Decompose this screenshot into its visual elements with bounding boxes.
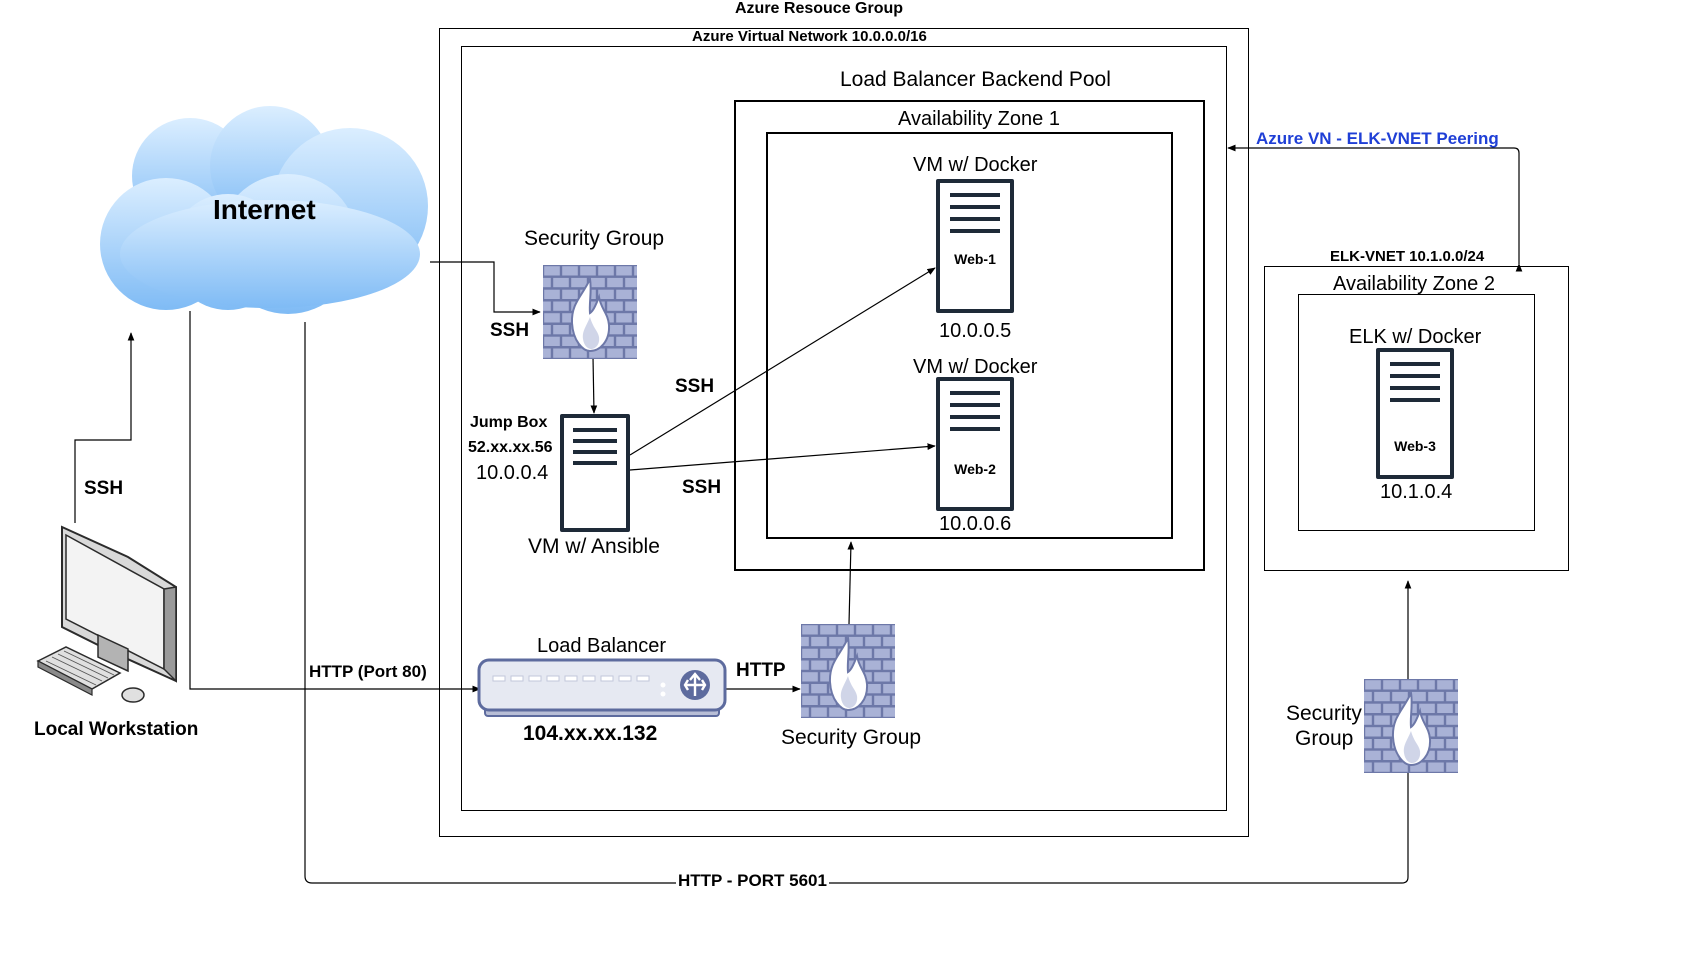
http-port80-label: HTTP (Port 80) xyxy=(309,662,427,681)
conn-internet-http80 xyxy=(189,311,481,693)
workstation-label: Local Workstation xyxy=(34,719,199,740)
workstation-icon xyxy=(36,525,177,703)
security-group-top-label: Security Group xyxy=(524,227,665,250)
conn-peering xyxy=(1227,144,1523,272)
jumpbox-server-icon xyxy=(560,414,630,532)
vnet-box xyxy=(461,46,1227,811)
firewall-icon xyxy=(801,624,895,718)
web1-server-icon: Web-1 xyxy=(936,179,1014,313)
backend-pool-title: Load Balancer Backend Pool xyxy=(840,68,1111,91)
web1-name: Web-1 xyxy=(954,251,996,267)
http-lb-label: HTTP xyxy=(736,660,786,681)
firewall-icon xyxy=(1364,679,1458,773)
jumpbox-subtitle: VM w/ Ansible xyxy=(528,535,660,558)
load-balancer-title: Load Balancer xyxy=(537,635,666,657)
zone2-title: Availability Zone 2 xyxy=(1333,273,1495,295)
elk-ip: 10.1.0.4 xyxy=(1380,481,1453,503)
conn-security-jumpbox xyxy=(590,356,598,414)
jumpbox-public-ip: 52.xx.xx.56 xyxy=(468,439,553,456)
resource-group-title: Azure Resouce Group xyxy=(735,0,904,17)
backend-pool-box xyxy=(734,100,1205,571)
elk-header: ELK w/ Docker xyxy=(1349,326,1482,348)
resource-group-box xyxy=(439,28,1249,837)
conn-security-pool xyxy=(847,541,855,625)
load-balancer-ip: 104.xx.xx.132 xyxy=(523,722,658,745)
security-group-elk-line1: Security xyxy=(1286,702,1362,725)
cloud-icon xyxy=(100,106,428,314)
ssh-web1-label: SSH xyxy=(675,376,715,397)
security-group-lb-label: Security Group xyxy=(781,726,922,749)
vnet-title: Azure Virtual Network 10.0.0.0/16 xyxy=(692,28,927,45)
web2-name: Web-2 xyxy=(954,461,996,477)
elk-name: Web-3 xyxy=(1394,438,1436,454)
web1-ip: 10.0.0.5 xyxy=(939,320,1012,342)
web2-ip: 10.0.0.6 xyxy=(939,513,1012,535)
jumpbox-title: Jump Box xyxy=(470,414,548,431)
web2-header: VM w/ Docker xyxy=(913,356,1038,378)
conn-internet-security xyxy=(430,261,541,316)
zone2-box xyxy=(1298,294,1535,531)
security-group-elk-line2: Group xyxy=(1295,727,1354,750)
zone1-title: Availability Zone 1 xyxy=(898,108,1060,130)
internet-label: Internet xyxy=(213,194,316,225)
web1-header: VM w/ Docker xyxy=(913,154,1038,176)
conn-jumpbox-web1 xyxy=(629,267,936,456)
http-5601-label: HTTP - PORT 5601 xyxy=(676,871,829,891)
web2-server-icon: Web-2 xyxy=(936,377,1014,511)
ssh-web2-label: SSH xyxy=(682,477,722,498)
firewall-icon xyxy=(543,265,637,359)
conn-workstation-ssh xyxy=(74,332,135,523)
ssh-workstation-label: SSH xyxy=(84,478,124,499)
load-balancer-icon xyxy=(477,658,727,717)
conn-http5601 xyxy=(304,322,1412,884)
elk-server-icon: Web-3 xyxy=(1376,348,1454,479)
jumpbox-private-ip: 10.0.0.4 xyxy=(476,462,549,484)
conn-jumpbox-web2 xyxy=(629,443,936,471)
zone1-box xyxy=(766,132,1173,539)
ssh-security-label: SSH xyxy=(490,320,530,341)
peering-label: Azure VN - ELK-VNET Peering xyxy=(1256,129,1499,148)
